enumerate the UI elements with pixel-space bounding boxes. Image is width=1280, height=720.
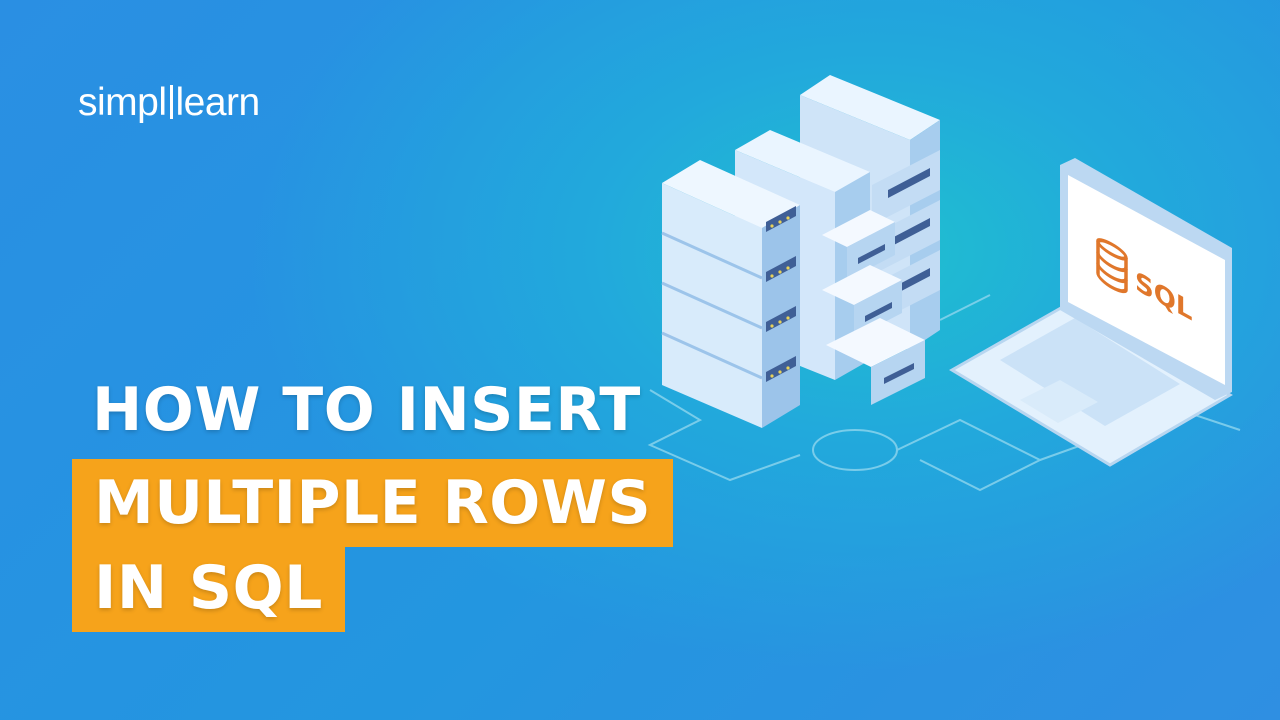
headline-line-1: HOW TO INSERT	[92, 375, 641, 445]
file-drawer-3	[826, 318, 925, 405]
headline-line-3: IN SQL	[72, 544, 345, 632]
floor-circle	[812, 429, 898, 471]
file-drawer-1	[822, 210, 895, 280]
file-drawer-2	[822, 265, 902, 338]
server-rack-front	[661, 160, 800, 428]
logo-text-part2: learn	[175, 81, 261, 124]
logo-i-bar	[169, 85, 173, 119]
database-icon	[1096, 238, 1128, 294]
logo-text-part1: simpl	[78, 81, 167, 124]
headline-line-2: MULTIPLE ROWS	[72, 459, 674, 547]
laptop-screen	[1068, 175, 1225, 385]
server-racks	[661, 75, 940, 428]
screen-sql-label-wrap: SQL	[1095, 232, 1205, 363]
laptop	[949, 158, 1233, 467]
